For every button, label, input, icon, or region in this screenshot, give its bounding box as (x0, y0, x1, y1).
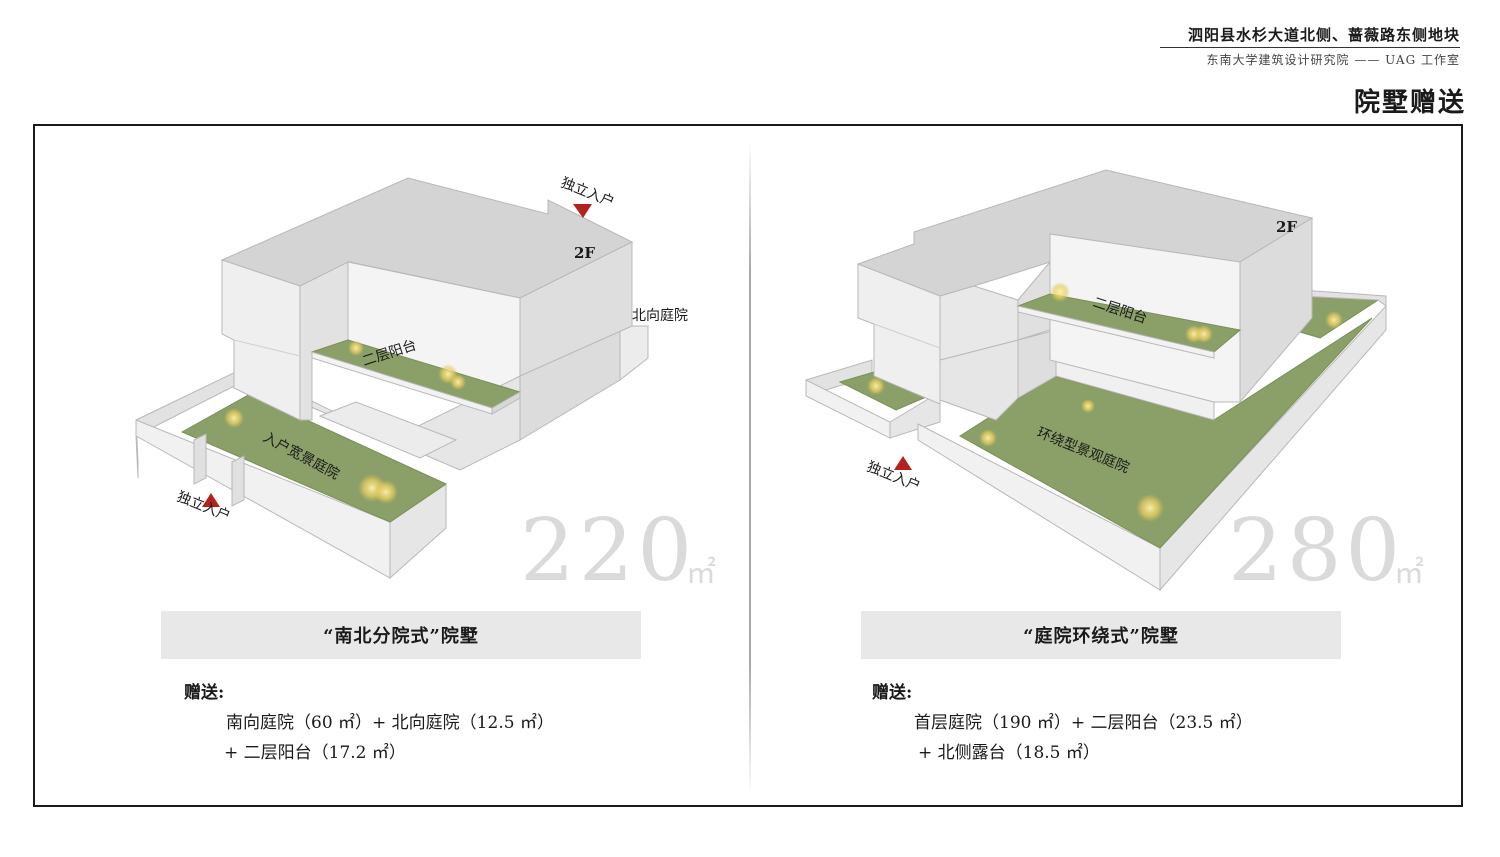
left-north-yard-label: 北向庭院 (632, 307, 688, 324)
organization-name: 东南大学建筑设计研究院 —— UAG 工作室 (1206, 53, 1460, 67)
left-tree-6 (374, 480, 398, 504)
left-massing-diagram (135, 177, 649, 580)
left-floor-line (233, 339, 301, 357)
right-entry-marker (894, 456, 912, 470)
left-gift-label: 赠送: (184, 683, 225, 703)
project-name: 泗阳县水杉大道北侧、蔷薇路东侧地块 (1187, 26, 1460, 44)
left-entry-bottom-label: 独立入户 (175, 488, 233, 525)
left-gift-line-1: 南向庭院（60 ㎡）+ 北向庭院（12.5 ㎡） (226, 713, 554, 733)
right-side-wall (1159, 304, 1387, 592)
right-gift-label: 赠送: (872, 683, 913, 703)
right-tree-7 (979, 429, 997, 447)
right-trees (867, 282, 1343, 522)
right-tree-8 (1136, 494, 1164, 522)
left-gate-pillar-b (231, 455, 245, 507)
right-massing-diagram (805, 169, 1387, 592)
left-main-inner-wall (299, 261, 349, 421)
left-main-front-left (221, 259, 301, 421)
right-gift-line-2: + 北侧露台（18.5 ㎡） (918, 743, 1100, 763)
left-trees (224, 340, 466, 504)
right-tree-1 (867, 377, 885, 395)
right-area-unit: ㎡ (1394, 556, 1424, 591)
header-divider (1160, 47, 1460, 48)
left-gift-line-2: + 二层阳台（17.2 ㎡） (224, 743, 406, 763)
right-tree-4 (1195, 325, 1213, 343)
left-type-name: “南北分院式”院墅 (161, 611, 641, 659)
left-entry-markers (202, 204, 592, 507)
right-gift-description: 赠送: 首层庭院（190 ㎡）+ 二层阳台（23.5 ㎡） + 北侧露台（18.… (872, 678, 1253, 768)
right-tree-2 (1050, 282, 1070, 302)
panel-divider (749, 140, 751, 795)
left-entry-marker-top (573, 204, 592, 218)
right-gift-line-1: 首层庭院（190 ㎡）+ 二层阳台（23.5 ㎡） (914, 713, 1253, 733)
right-main-side (1239, 217, 1313, 404)
right-tree-5 (1325, 311, 1343, 329)
right-balcony-slab (1017, 305, 1215, 359)
left-main-side (519, 241, 633, 377)
right-floor-label: 2F (1276, 218, 1297, 236)
page-title: 院墅赠送 (1353, 88, 1466, 118)
left-north-yard (619, 325, 649, 382)
left-lower-recess (318, 401, 458, 459)
right-tree-6 (1081, 399, 1095, 413)
right-floor-line (873, 323, 941, 349)
left-tree-4 (450, 374, 466, 390)
left-entry-marker-bottom (202, 493, 220, 507)
left-area-unit: ㎡ (686, 556, 716, 591)
left-floor-label: 2F (574, 244, 595, 262)
right-inner-wall (889, 391, 941, 439)
right-entry-markers (894, 456, 912, 470)
left-gift-description: 赠送: 南向庭院（60 ㎡）+ 北向庭院（12.5 ㎡） + 二层阳台（17.2… (184, 678, 554, 768)
content-frame (33, 124, 1463, 807)
left-tree-1 (224, 408, 244, 428)
right-area-value: 280 (1228, 501, 1405, 601)
right-entry-label: 独立入户 (865, 458, 923, 495)
left-area-value: 220 (520, 501, 697, 601)
right-type-name: “庭院环绕式”院墅 (861, 611, 1341, 659)
left-gate-pillar-a (193, 433, 207, 485)
left-balcony-slab-side (491, 391, 521, 415)
left-tree-2 (348, 340, 364, 356)
